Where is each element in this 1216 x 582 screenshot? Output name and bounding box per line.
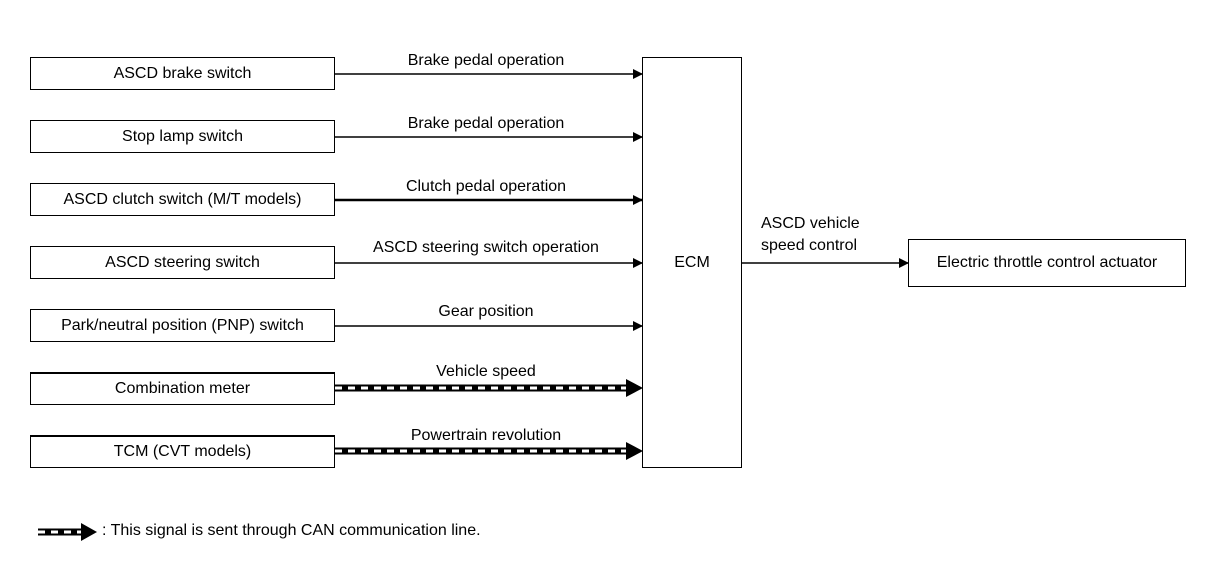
input-label: Stop lamp switch (122, 127, 243, 145)
input-box-pnp-switch: Park/neutral position (PNP) switch (30, 309, 335, 342)
input-label: Combination meter (114, 380, 251, 397)
legend-text: : This signal is sent through CAN commun… (102, 522, 481, 539)
signal-label: Brake pedal operation (407, 115, 565, 132)
input-label: ASCD brake switch (113, 64, 252, 82)
input-box-stop-lamp-switch: Stop lamp switch (30, 120, 335, 153)
signal-label: ASCD steering switch operation (373, 239, 599, 256)
ecm-box: ECM (642, 57, 742, 468)
signal-label: Vehicle speed (436, 363, 536, 380)
output-label: Electric throttle control actuator (936, 254, 1158, 271)
input-box-combination-meter: Combination meter (30, 372, 335, 405)
signal-label: Powertrain revolution (410, 427, 562, 444)
signal-label: Gear position (438, 303, 534, 320)
ecm-label: ECM (674, 253, 710, 271)
can-arrowhead-5 (626, 379, 643, 397)
input-label: Park/neutral position (PNP) switch (61, 316, 304, 334)
output-signal-line2: speed control (761, 237, 858, 254)
output-signal-line1: ASCD vehicle (761, 215, 860, 232)
input-box-ascd-steering-switch: ASCD steering switch (30, 246, 335, 279)
input-label: ASCD steering switch (105, 253, 260, 271)
input-box-ascd-brake-switch: ASCD brake switch (30, 57, 335, 90)
input-label: ASCD clutch switch (M/T models) (63, 190, 302, 208)
signal-label: Brake pedal operation (407, 52, 565, 69)
input-box-tcm: TCM (CVT models) (30, 435, 335, 468)
legend-arrowhead (81, 523, 97, 541)
input-label: TCM (CVT models) (113, 443, 252, 460)
can-arrowhead-6 (626, 442, 643, 460)
output-box-electric-throttle-actuator: Electric throttle control actuator (908, 239, 1186, 287)
signal-label: Clutch pedal operation (405, 178, 567, 195)
input-box-ascd-clutch-switch: ASCD clutch switch (M/T models) (30, 183, 335, 216)
